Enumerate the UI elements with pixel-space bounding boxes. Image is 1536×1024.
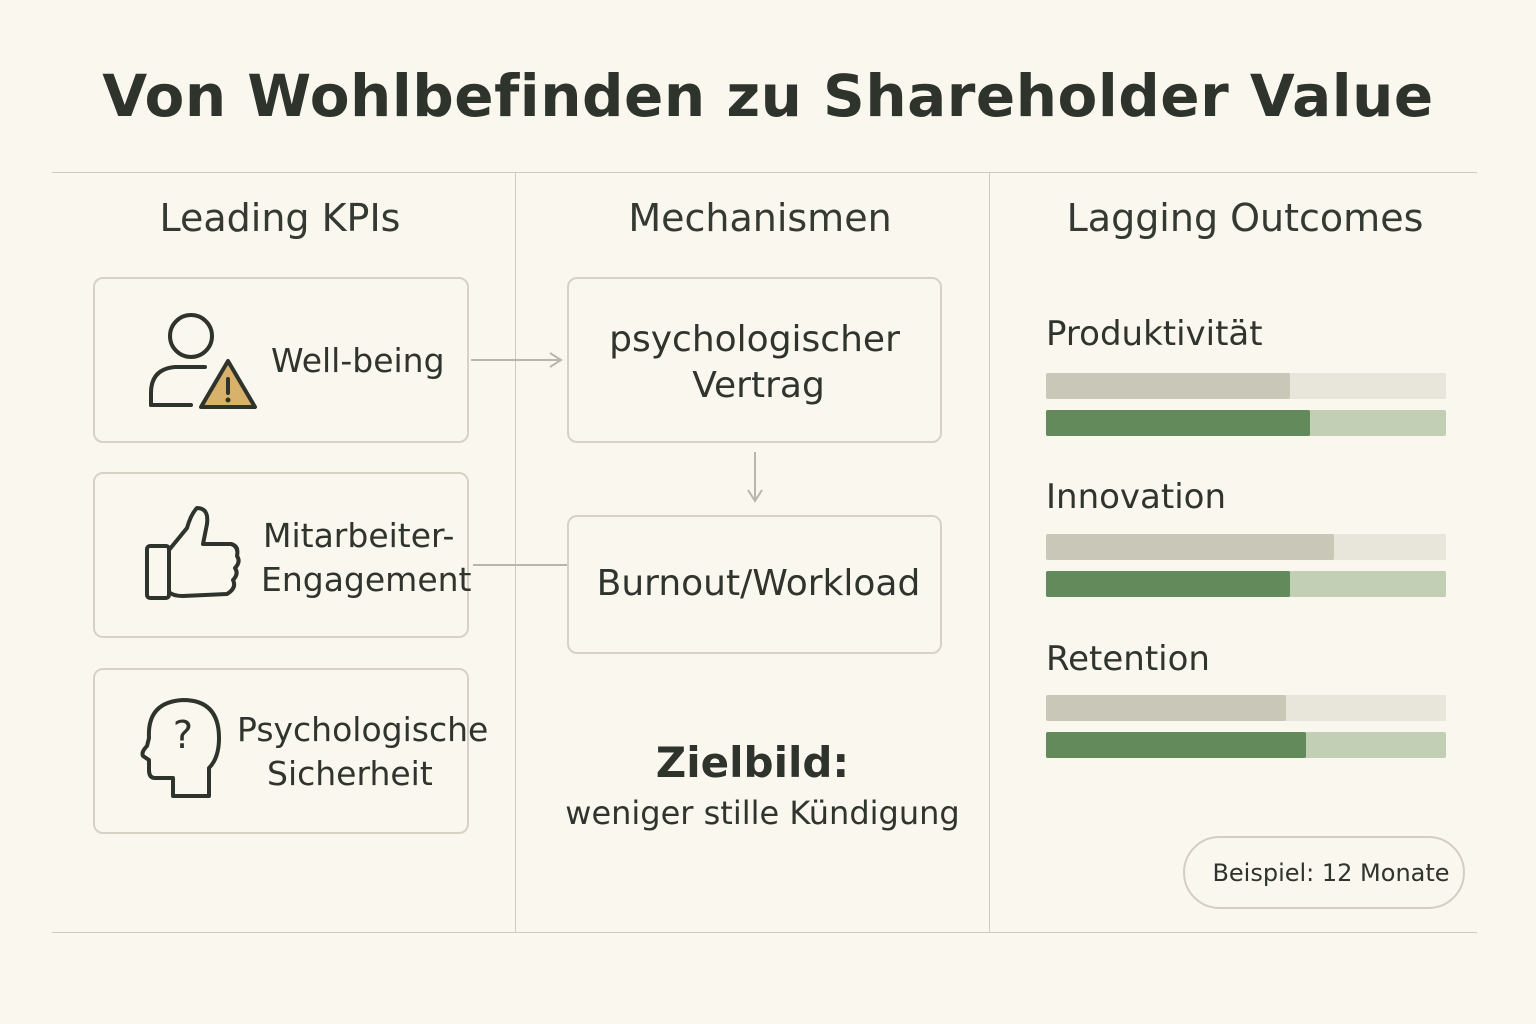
svg-text:?: ? (173, 713, 193, 757)
kpi-card-engagement: Mitarbeiter- Engagement (93, 472, 472, 638)
outcome-label-retention: Retention (1046, 639, 1210, 679)
kpi-label-engagement-2: Engagement (261, 560, 472, 599)
thumbs-up-icon (145, 506, 241, 600)
mechanism-label-contract-2: Vertrag (692, 365, 825, 406)
innovation-bar-after-fill (1046, 571, 1290, 597)
top-divider (52, 172, 1477, 173)
retention-bar-before (1046, 695, 1446, 721)
page-title: Von Wohlbefinden zu Shareholder Value (102, 62, 1434, 130)
retention-bar-before-fill (1046, 695, 1286, 721)
mechanism-card-burnout: Burnout/Workload (567, 515, 942, 654)
person-warning-icon (149, 313, 257, 409)
arrow-head-right (549, 352, 563, 368)
outcome-label-innovation: Innovation (1046, 477, 1227, 517)
innovation-bar-after (1046, 571, 1446, 597)
retention-bar-after (1046, 732, 1446, 758)
innovation-bar-before-fill (1046, 534, 1334, 560)
goal-text: weniger stille Kündigung (565, 794, 960, 832)
bottom-divider (52, 932, 1477, 933)
innovation-bar-before (1046, 534, 1446, 560)
kpi-label-well-being: Well-being (271, 341, 445, 380)
mechanism-label-contract-1: psychologischer (609, 319, 900, 360)
column-heading-lagging: Lagging Outcomes (1066, 196, 1424, 240)
arrow-head-down (747, 489, 763, 503)
mechanism-card-contract: psychologischer Vertrag (567, 277, 942, 443)
productivity-bar-before (1046, 373, 1446, 399)
timeframe-badge: Beispiel: 12 Monate (1183, 836, 1465, 909)
productivity-bar-after (1046, 410, 1446, 436)
head-question-icon: ? (140, 698, 221, 798)
outcome-label-productivity: Produktivität (1046, 314, 1263, 354)
retention-bar-after-fill (1046, 732, 1306, 758)
column-heading-mechanisms: Mechanismen (628, 196, 892, 240)
column-divider-right (989, 172, 990, 932)
goal-heading: Zielbild: (655, 738, 850, 787)
productivity-bar-before-fill (1046, 373, 1290, 399)
kpi-label-psych-safety-2: Sicherheit (267, 754, 433, 793)
kpi-label-engagement-1: Mitarbeiter- (263, 516, 455, 555)
kpi-card-psych-safety: ? Psychologische Sicherheit (93, 668, 488, 834)
kpi-label-psych-safety-1: Psychologische (237, 710, 489, 749)
column-divider-left (515, 172, 516, 932)
mechanism-label-burnout: Burnout/Workload (596, 563, 921, 604)
kpi-card-well-being: Well-being (93, 277, 469, 443)
productivity-bar-after-fill (1046, 410, 1310, 436)
column-heading-leading: Leading KPIs (159, 196, 401, 240)
